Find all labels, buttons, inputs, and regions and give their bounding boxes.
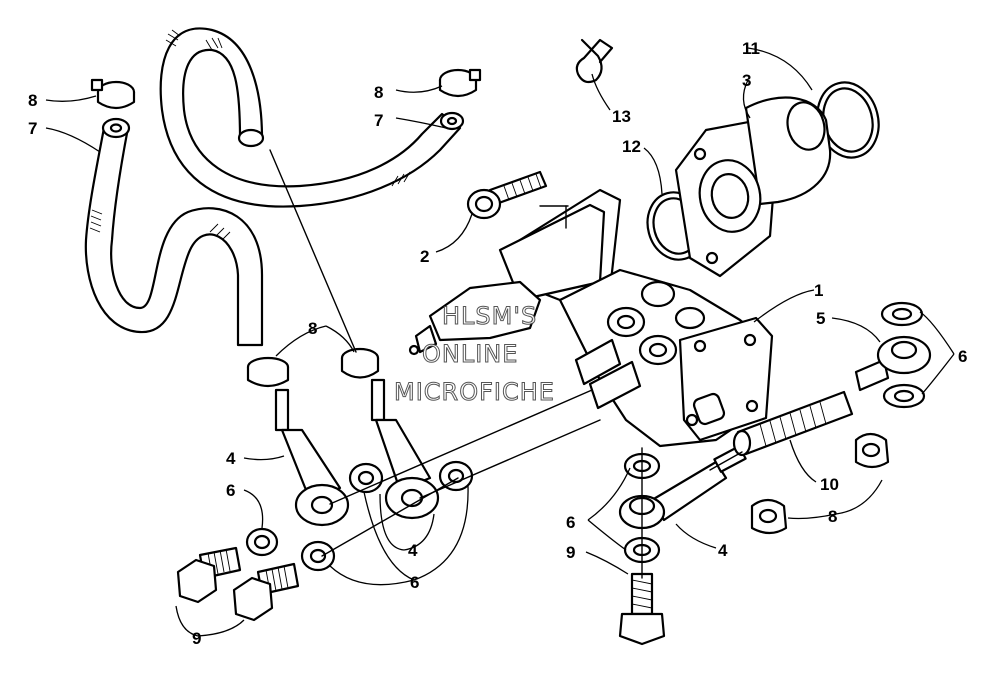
pump-housing: [674, 96, 832, 278]
callout-4a: 4: [226, 449, 236, 468]
hose-clip: [575, 38, 614, 84]
banjo-bolt-2: [232, 562, 300, 622]
callout-4b: 4: [408, 541, 418, 560]
watermark-line-3: MICROFICHE: [394, 378, 555, 406]
banjo-fitting-4: [854, 335, 932, 392]
callout-5: 5: [816, 309, 825, 328]
callout-4c: 4: [718, 541, 728, 560]
watermark-line-1: HLSM'S: [442, 302, 537, 330]
washer-4: [300, 540, 336, 572]
callout-7b: 7: [374, 111, 383, 130]
callout-2: 2: [420, 247, 429, 266]
banjo-fitting-2: [370, 378, 440, 520]
callout-9b: 9: [192, 629, 201, 648]
hose-clamp-6: [750, 498, 788, 535]
callout-6c: 6: [410, 573, 419, 592]
mounting-bolt: [466, 170, 548, 220]
callout-labels: 8 7 8 7 8 13 12 11 3 2 1 5 6 4 6 4 6 6 9…: [28, 39, 967, 648]
callout-8a: 8: [28, 91, 37, 110]
hose-upper: [159, 27, 465, 208]
callout-7a: 7: [28, 119, 37, 138]
callout-9a: 9: [566, 543, 575, 562]
washer-8: [882, 383, 926, 409]
hose-clamp-2: [438, 68, 482, 98]
washer-7: [880, 301, 924, 327]
callout-6d: 6: [566, 513, 575, 532]
callout-8c: 8: [308, 319, 317, 338]
banjo-bolt-3: [618, 572, 666, 646]
callout-6b: 6: [226, 481, 235, 500]
oil-pump-body: [408, 188, 774, 448]
callout-8b: 8: [374, 83, 383, 102]
hose-clamp-5: [854, 432, 890, 469]
hose-short: [732, 390, 854, 457]
callout-10: 10: [820, 475, 839, 494]
banjo-fitting-1: [274, 388, 350, 527]
hose-left: [84, 117, 264, 347]
callout-8d: 8: [828, 507, 837, 526]
callout-6a: 6: [958, 347, 967, 366]
washer-1: [245, 527, 279, 557]
watermark-line-2: ONLINE: [422, 340, 518, 368]
callout-3: 3: [742, 71, 751, 90]
o-ring-large: [816, 81, 880, 159]
callout-1: 1: [814, 281, 823, 300]
hose-clamp-3: [246, 356, 290, 388]
callout-12: 12: [622, 137, 641, 156]
leader-lines: [45, 47, 955, 637]
banjo-bolt-1: [176, 546, 242, 604]
watermark: HLSM'S ONLINE MICROFICHE: [394, 302, 555, 407]
hose-clamp-4: [340, 347, 380, 379]
hose-clamp-1: [90, 78, 136, 110]
callout-13: 13: [612, 107, 631, 126]
callout-11: 11: [742, 39, 760, 58]
